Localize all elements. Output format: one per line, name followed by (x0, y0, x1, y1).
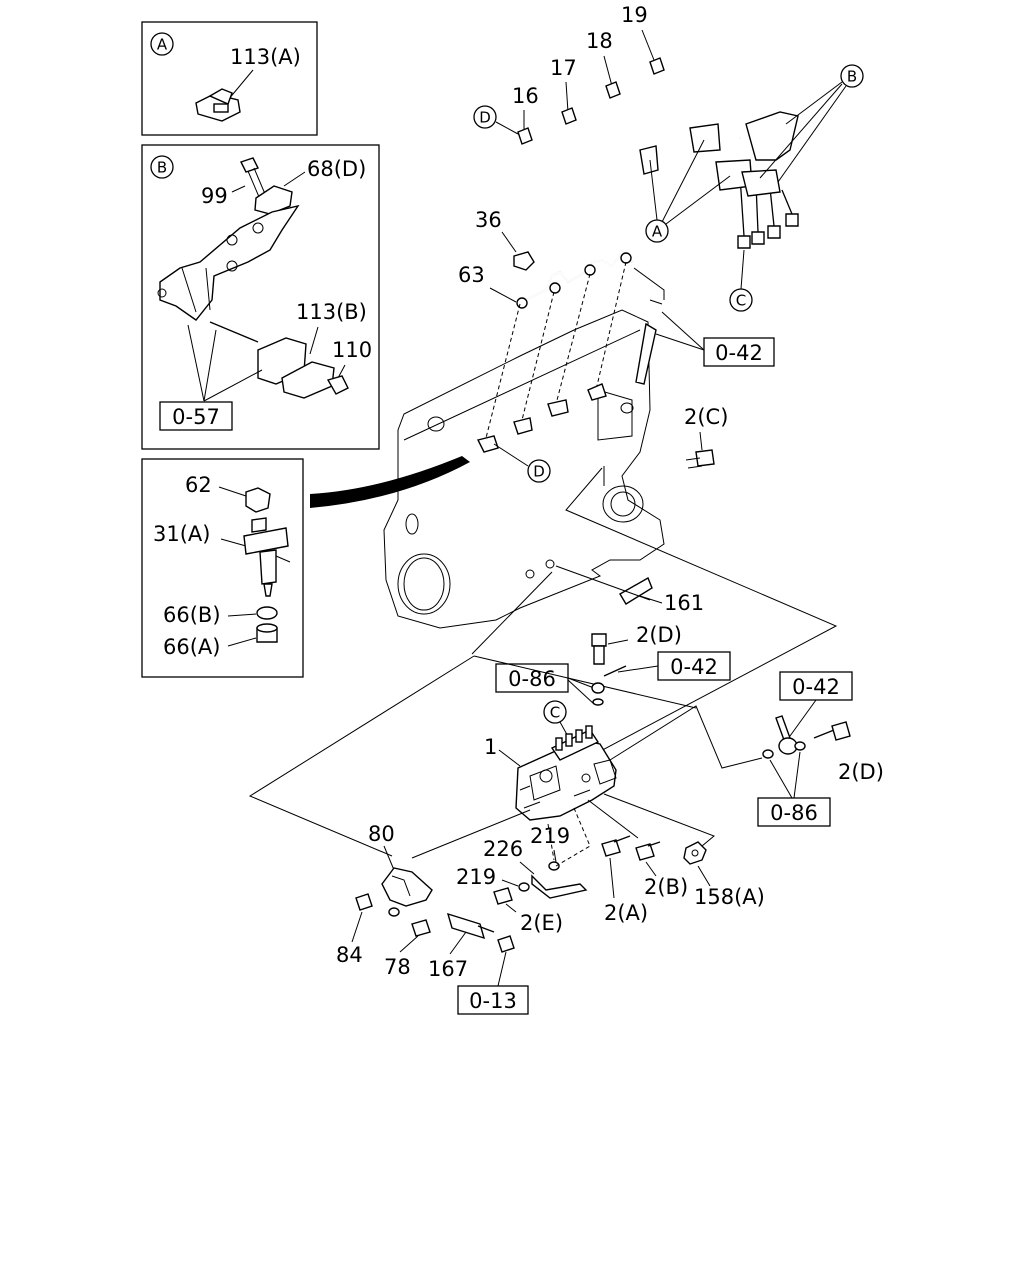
ref-box-0-57: 0-57 (172, 405, 220, 429)
label-19: 19 (621, 3, 648, 27)
ref-box-0-42-top: 0-42 (670, 655, 718, 679)
ref-box-0-13: 0-13 (469, 989, 517, 1013)
injection-pump: 2(D) 0-86 0-42 C 1 0-42 (336, 623, 884, 1015)
label-158a: 158(A) (694, 885, 765, 909)
clip-113a (195, 88, 241, 122)
label-219a: 219 (530, 824, 570, 848)
label-167: 167 (428, 957, 468, 981)
label-2a: 2(A) (604, 901, 648, 925)
injector-31a (243, 517, 291, 597)
label-161: 161 (664, 591, 704, 615)
inset-a-letter: A (157, 36, 168, 54)
circle-b-pipe: B (847, 68, 857, 86)
label-219b: 219 (456, 865, 496, 889)
inset-b-letter: B (157, 159, 167, 177)
label-16: 16 (512, 84, 539, 108)
label-2c: 2(C) (684, 405, 728, 429)
circle-d-engine: D (533, 463, 545, 481)
label-18: 18 (586, 29, 613, 53)
label-66a: 66(A) (163, 635, 220, 659)
label-110: 110 (332, 338, 372, 362)
circle-c-pump: C (550, 704, 560, 722)
assembly-lines (248, 467, 838, 857)
label-99: 99 (201, 184, 228, 208)
detail-arrow (310, 456, 470, 508)
label-63: 63 (458, 263, 485, 287)
label-36: 36 (475, 208, 502, 232)
label-78: 78 (384, 955, 411, 979)
inset-b: B 99 68(D) 113(B) 110 0-57 (141, 144, 380, 450)
label-2e: 2(E) (520, 911, 563, 935)
label-2d-right: 2(D) (838, 760, 884, 784)
label-84: 84 (336, 943, 363, 967)
label-2d-top: 2(D) (636, 623, 682, 647)
circle-d-pipe: D (479, 109, 491, 127)
inset-a: A 113(A) (141, 21, 318, 136)
engine-block: 36 63 0-42 D 2(C) 161 (383, 208, 775, 629)
label-113b: 113(B) (296, 300, 367, 324)
inset-c: 62 31(A) 66(B) 66(A) (141, 458, 304, 678)
label-2b: 2(B) (644, 875, 688, 899)
ref-box-0-86-top: 0-86 (508, 667, 556, 691)
circle-c-pipe: C (736, 292, 746, 310)
ref-box-0-86-right: 0-86 (770, 801, 818, 825)
label-113a: 113(A) (230, 45, 301, 69)
label-1: 1 (484, 735, 497, 759)
label-17: 17 (550, 56, 577, 80)
label-68d: 68(D) (307, 157, 366, 181)
injection-pipes: 19 18 17 16 D (473, 3, 864, 312)
ref-box-0-42-engine: 0-42 (715, 341, 763, 365)
label-80: 80 (368, 822, 395, 846)
ref-box-0-42-right: 0-42 (792, 675, 840, 699)
circle-a-pipe: A (652, 223, 663, 241)
label-66b: 66(B) (163, 603, 221, 627)
label-31a: 31(A) (153, 522, 210, 546)
label-226: 226 (483, 837, 523, 861)
label-62: 62 (185, 473, 212, 497)
